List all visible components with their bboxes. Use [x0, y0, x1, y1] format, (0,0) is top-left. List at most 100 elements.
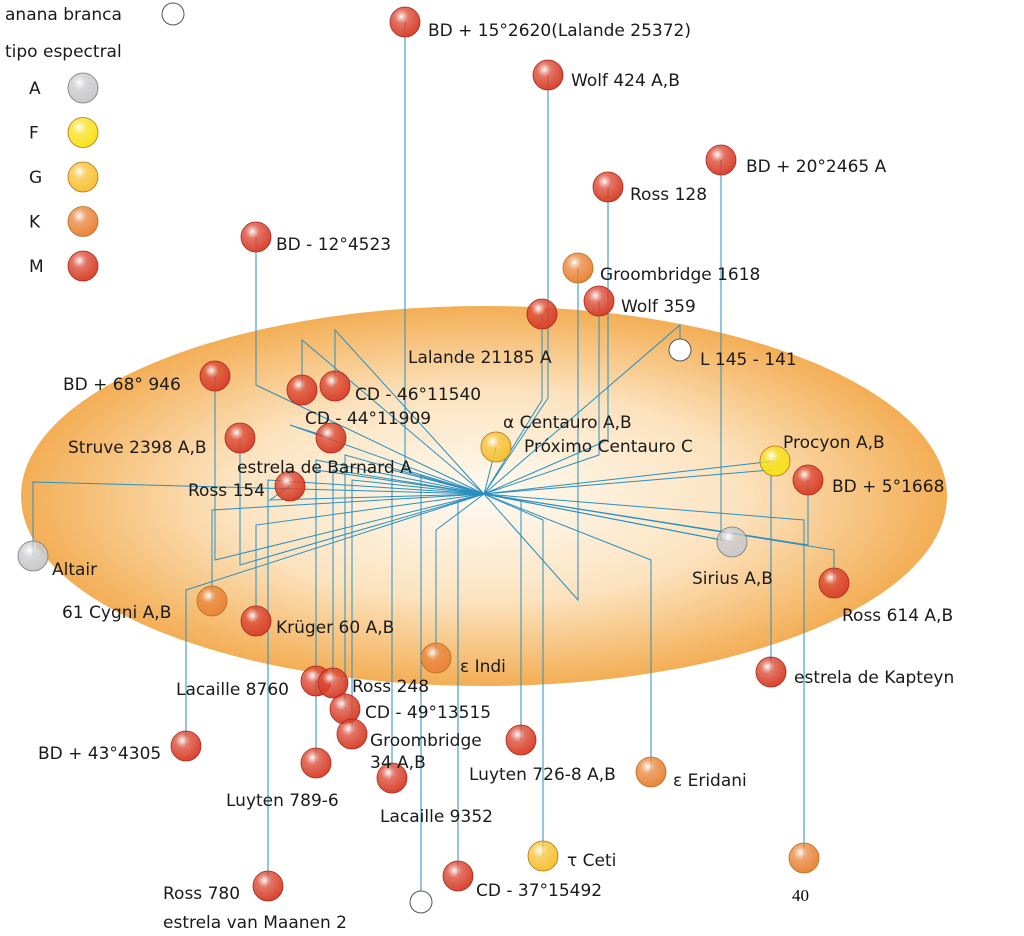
star-marker-bd-5-1668 [792, 464, 824, 496]
connector-line-lalande-21185-a [483, 314, 543, 495]
legend-type-marker-K [67, 206, 99, 237]
connector-line-ross-128 [483, 187, 609, 495]
star-label-estrela-de-barnard-a: estrela de Barnard A [237, 458, 412, 478]
legend-type-marker-F [67, 117, 99, 148]
connector-line-cd-44-11909 [301, 338, 485, 495]
star-label-ross-780: Ross 780 [163, 884, 240, 904]
connector-line-eridani [483, 493, 652, 772]
star-label-40: 40 [792, 886, 809, 905]
star-marker-40 [788, 842, 820, 874]
connector-line-groombridge-1618 [483, 268, 579, 602]
star-label-luyten-789-6: Luyten 789-6 [226, 791, 339, 811]
connector-line-sirius-a-b [483, 493, 733, 543]
star-marker-l-145-141 [668, 338, 692, 362]
legend-type-label-M: M [29, 257, 44, 277]
connector-line-wolf-359 [483, 301, 600, 495]
star-label-cd-49-13515: CD - 49°13515 [365, 703, 491, 723]
star-label-bd-12-4523: BD - 12°4523 [276, 235, 391, 255]
star-marker-estrela-de-barnard-a [315, 422, 347, 454]
legend-type-marker-M [67, 250, 99, 282]
star-label-bd-68-946: BD + 68° 946 [63, 375, 181, 395]
connector-line-altair [32, 481, 485, 556]
star-label-lacaille-9352: Lacaille 9352 [380, 807, 493, 827]
legend-white-dwarf-label: anana branca [5, 5, 122, 25]
star-label-struve-2398-a-b: Struve 2398 A,B [68, 438, 207, 458]
galactic-plane [21, 306, 947, 686]
star-label-kr-ger-60-a-b: Krüger 60 A,B [276, 618, 394, 638]
star-marker-ross-248 [317, 667, 349, 699]
connector-line-cd-37-15492 [457, 493, 485, 876]
star-label-estrela-de-kapteyn: estrela de Kapteyn [794, 668, 954, 688]
star-marker-struve-2398-a-b [224, 422, 256, 454]
star-label-sirius-a-b: Sirius A,B [692, 569, 773, 589]
legend-white-dwarf-marker [161, 2, 185, 26]
connector-line-61-cygni-a-b [211, 493, 485, 601]
connector-line-indi [435, 493, 485, 658]
star-label-cd-44-11909: CD - 44°11909 [305, 409, 431, 429]
star-marker-cd-46-11540 [319, 370, 351, 402]
star-label-groombridge-1618: Groombridge 1618 [600, 265, 760, 285]
star-label-ceti: τ Ceti [567, 851, 616, 871]
legend-type-label-G: G [29, 168, 42, 188]
star-label-indi: ε Indi [460, 657, 506, 677]
star-marker-ross-128 [592, 171, 624, 203]
star-marker-centauro-a-b [480, 431, 512, 463]
connector-line-struve-2398-a-b [239, 438, 485, 566]
connector-line-groombridge [351, 479, 485, 734]
star-label-ross-614-a-b: Ross 614 A,B [842, 606, 953, 626]
star-label-cd-37-15492: CD - 37°15492 [476, 881, 602, 901]
star-label-ross-248: Ross 248 [352, 677, 429, 697]
connector-line-wolf-424-a-b [483, 75, 549, 495]
connector-line-bd-12-4523 [255, 237, 485, 495]
star-marker-lalande-21185-a [526, 298, 558, 330]
legend-type-marker-A [67, 72, 99, 104]
star-label-cd-46-11540: CD - 46°11540 [355, 385, 481, 405]
star-marker-indi [420, 642, 452, 674]
star-label-eridani: ε Eridani [673, 771, 747, 791]
star-marker-kr-ger-60-a-b [240, 605, 272, 637]
star-label-bd-15-2620-lalande-25372: BD + 15°2620(Lalande 25372) [428, 21, 691, 41]
star-label-61-cygni-a-b: 61 Cygni A,B [62, 603, 171, 623]
star-label-pr-ximo-centauro-c: Próximo Centauro C [524, 437, 693, 457]
star-marker-ross-614-a-b [818, 567, 850, 599]
star-label-altair: Altair [52, 560, 97, 580]
star-label-34-a-b: 34 A,B [370, 753, 426, 773]
legend-title: tipo espectral [5, 42, 122, 62]
connector-line-procyon-a-b [483, 460, 776, 495]
star-label-bd-20-2465-a: BD + 20°2465 A [746, 157, 887, 177]
star-marker-bd-20-2465-a [705, 144, 737, 176]
star-marker-ross-780 [252, 870, 284, 902]
star-label-groombridge: Groombridge [370, 731, 482, 751]
connector-line-lacaille-9352 [391, 469, 485, 778]
star-label-ross-154: Ross 154 [188, 481, 265, 501]
connector-line-ross-780 [267, 479, 485, 886]
connector-line-bd-43-4305 [185, 493, 485, 746]
star-marker-luyten-726-8-a-b [505, 724, 537, 756]
star-marker-lacaille-9352 [376, 762, 408, 794]
star-label-lalande-21185-a: Lalande 21185 A [408, 348, 552, 368]
connector-line-ross-248 [332, 469, 485, 683]
legend-type-marker-G [67, 161, 99, 193]
connector-line-ceti [483, 493, 544, 856]
star-label-bd-43-4305: BD + 43°4305 [38, 744, 161, 764]
star-marker-61-cygni-a-b [196, 585, 228, 617]
star-label-ross-128: Ross 128 [630, 185, 707, 205]
connector-line-cd-49-13515 [344, 454, 485, 709]
star-marker-eridani [635, 756, 667, 788]
star-label-wolf-424-a-b: Wolf 424 A,B [571, 71, 680, 91]
star-label-estrela-van-maanen-2: estrela van Maanen 2 [163, 913, 347, 933]
star-label-bd-5-1668: BD + 5°1668 [832, 477, 944, 497]
star-label-procyon-a-b: Procyon A,B [783, 433, 885, 453]
connector-line-luyten-789-6 [315, 469, 485, 763]
star-marker-estrela-van-maanen-2 [409, 890, 433, 914]
star-marker-luyten-789-6 [300, 747, 332, 779]
star-label-centauro-a-b: α Centauro A,B [503, 413, 632, 433]
star-marker-ceti [527, 840, 559, 872]
connector-line-luyten-726-8-a-b [483, 493, 522, 740]
star-marker-cd-37-15492 [442, 860, 474, 892]
star-marker-wolf-359 [583, 285, 615, 317]
star-marker-altair [17, 540, 49, 572]
star-marker-ross-154 [274, 470, 306, 502]
